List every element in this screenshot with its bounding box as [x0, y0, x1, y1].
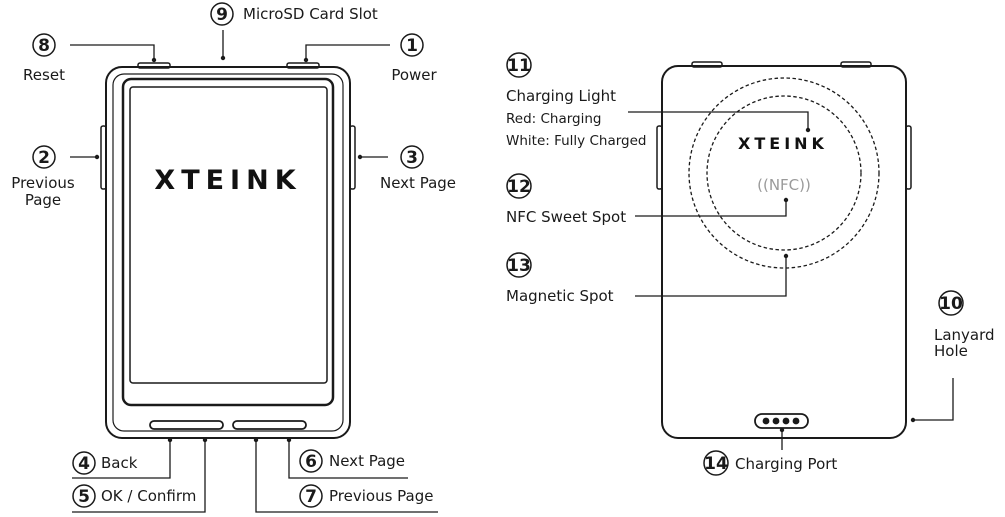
callout-number: 3 — [406, 148, 418, 168]
callout-number: 9 — [216, 5, 228, 25]
callout-label-line2: Hole — [934, 342, 968, 360]
callout-number: 7 — [305, 487, 317, 507]
callout-number: 1 — [406, 36, 418, 56]
callout-1: 1 Power — [391, 33, 438, 84]
callout-6: 6 Next Page — [299, 449, 405, 473]
callout-11: 11 Charging Light Red: Charging White: F… — [506, 52, 646, 149]
callout-label: Charging Light — [506, 87, 616, 105]
callout-5: 5 OK / Confirm — [72, 484, 196, 508]
callout-3: 3 Next Page — [380, 145, 456, 192]
callout-sub-white: White: Fully Charged — [506, 133, 646, 149]
callout-badge — [32, 33, 56, 57]
callout-13: 13 Magnetic Spot — [506, 252, 614, 305]
back-brand-logo: XTEINK — [738, 134, 828, 153]
callout-4: 4 Back — [72, 451, 138, 475]
callout-14: 14 Charging Port — [703, 450, 837, 476]
callout-label-line2: Page — [25, 191, 61, 209]
callout-10: 10 Lanyard Hole — [934, 290, 995, 360]
front-brand-logo: XTEINK — [154, 165, 301, 196]
callout-label: Next Page — [380, 174, 456, 192]
bottom-right-button-shape — [232, 420, 307, 430]
front-bezel-outline — [112, 73, 344, 432]
callout-badge — [72, 451, 96, 475]
charging-port-pins — [762, 417, 800, 425]
callout-9: 9 MicroSD Card Slot — [210, 2, 378, 26]
magnetic-ring-outer — [688, 77, 880, 269]
callout-label: Charging Port — [735, 455, 837, 473]
callout-badge — [400, 33, 424, 57]
callout-badge — [400, 145, 424, 169]
callout-badge — [32, 145, 56, 169]
callout-badge — [506, 173, 532, 199]
nfc-mark: ((NFC)) — [757, 176, 811, 194]
magnetic-ring-inner — [706, 95, 862, 251]
callout-label: Magnetic Spot — [506, 287, 614, 305]
callout-8: 8 Reset — [23, 33, 65, 84]
callout-12: 12 NFC Sweet Spot — [506, 173, 626, 226]
bottom-left-button-shape — [149, 420, 224, 430]
back-leader-lines — [628, 111, 954, 450]
callout-badge — [938, 290, 964, 316]
callout-number: 4 — [78, 454, 90, 474]
callout-badge — [506, 52, 532, 78]
front-leader-lines — [70, 30, 438, 513]
callout-number: 8 — [38, 36, 50, 56]
callout-number: 11 — [507, 56, 531, 76]
callout-label: Reset — [23, 66, 65, 84]
callout-label: Previous Page — [329, 487, 433, 505]
callout-2: 2 Previous Page — [11, 145, 75, 209]
callout-badge — [210, 2, 234, 26]
callout-number: 5 — [78, 487, 90, 507]
back-leader-dots — [779, 127, 916, 433]
callout-label: Power — [391, 66, 437, 84]
screen — [129, 86, 328, 384]
callout-label: MicroSD Card Slot — [243, 5, 378, 23]
callout-number: 14 — [704, 454, 728, 474]
callout-badge — [703, 450, 729, 476]
callout-badge — [506, 252, 532, 278]
back-body-outline — [661, 65, 907, 439]
front-device: XTEINK — [100, 62, 356, 439]
callout-number: 12 — [507, 177, 531, 197]
callout-label: Back — [101, 454, 138, 472]
screen-frame — [121, 77, 335, 407]
front-leader-dots — [94, 55, 363, 443]
callout-label: Next Page — [329, 452, 405, 470]
back-device: XTEINK ((NFC)) — [656, 61, 912, 439]
callout-badge — [299, 449, 323, 473]
callout-7: 7 Previous Page — [299, 484, 433, 508]
callout-number: 13 — [507, 256, 531, 276]
callout-label: NFC Sweet Spot — [506, 208, 626, 226]
callout-sub-red: Red: Charging — [506, 111, 602, 127]
callout-number: 6 — [305, 452, 317, 472]
callout-label: OK / Confirm — [101, 487, 196, 505]
callout-badge — [299, 484, 323, 508]
callout-number: 10 — [939, 294, 963, 314]
callout-label-line1: Previous — [11, 174, 75, 192]
callout-number: 2 — [38, 148, 50, 168]
callout-label-line1: Lanyard — [934, 326, 995, 344]
callout-badge — [72, 484, 96, 508]
front-body-outline — [105, 66, 351, 439]
